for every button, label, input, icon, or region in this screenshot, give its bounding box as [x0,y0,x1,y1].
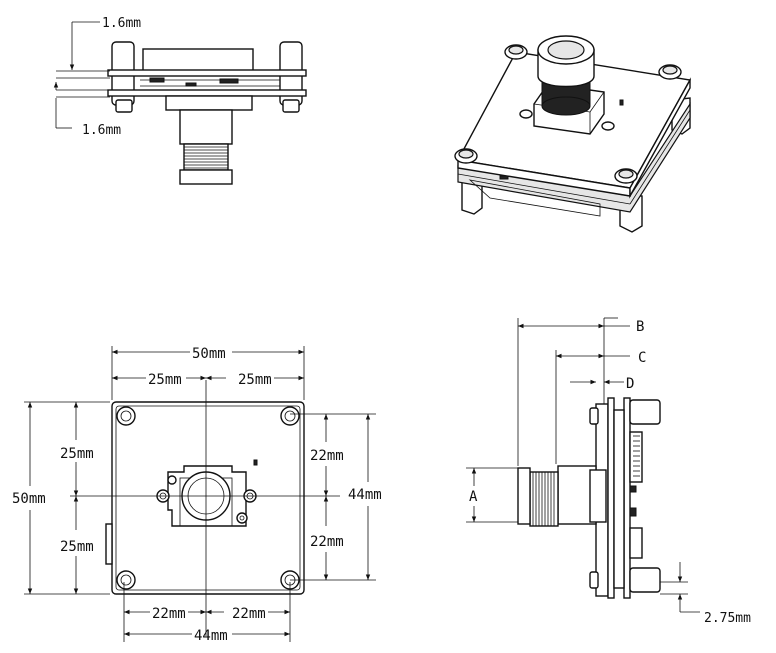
top-view: 1.6mm 1.6mm [53,16,307,185]
top-right-foot [282,99,300,113]
front-dim-inner-width: 44mm [194,628,228,644]
side-post-top [629,399,661,425]
front-dim-half-right: 25mm [238,372,272,388]
top-lens-front [179,169,233,185]
top-lens-threads [184,146,228,169]
iso-view [454,35,692,233]
side-view: B C D A 2.75mm [466,317,751,626]
side-label-c: C [638,350,646,366]
side-label-a: A [469,489,478,505]
top-board-upper [107,69,307,77]
front-dim-width-total: 50mm [192,346,226,362]
front-mount-holes [116,406,300,590]
front-dim-lower-right: 22mm [310,534,344,550]
side-label-b: B [636,319,644,335]
top-dim-upper: 1.6mm [102,16,141,31]
front-dim-upper-left: 25mm [60,446,94,462]
side-lens-thread [529,471,559,527]
front-dim-upper-right: 22mm [310,448,344,464]
front-dim-height-total: 50mm [12,491,46,507]
side-board-2 [623,397,631,599]
top-component-2 [185,82,197,87]
side-connector [629,431,643,483]
top-board-lower [107,89,307,97]
front-dim-inner-height: 44mm [348,487,382,503]
top-component-3 [219,78,239,84]
front-dim-bottom-right: 22mm [232,606,266,622]
side-label-d: D [626,376,634,392]
top-lens-holder [179,109,233,145]
front-side-connector [105,523,113,565]
side-post-bottom [629,567,661,593]
top-dim-lower: 1.6mm [82,123,121,138]
top-component-1 [149,77,165,83]
side-lens-threads [532,472,555,526]
top-lens-mount [165,95,253,111]
top-housing [142,48,254,74]
top-lens-thread [183,143,229,171]
front-dim-bottom-left: 22mm [152,606,186,622]
front-dim-half-left: 25mm [148,372,182,388]
front-view: 50mm 25mm 25mm 50mm 25mm 25mm 22mm 22mm [12,346,382,644]
side-connector-pins [633,435,640,477]
front-dim-lower-left: 25mm [60,539,94,555]
side-dim-bottom: 2.75mm [704,611,751,626]
top-left-foot [115,99,133,113]
side-lens-front [517,467,531,525]
iso-screws [454,44,682,184]
